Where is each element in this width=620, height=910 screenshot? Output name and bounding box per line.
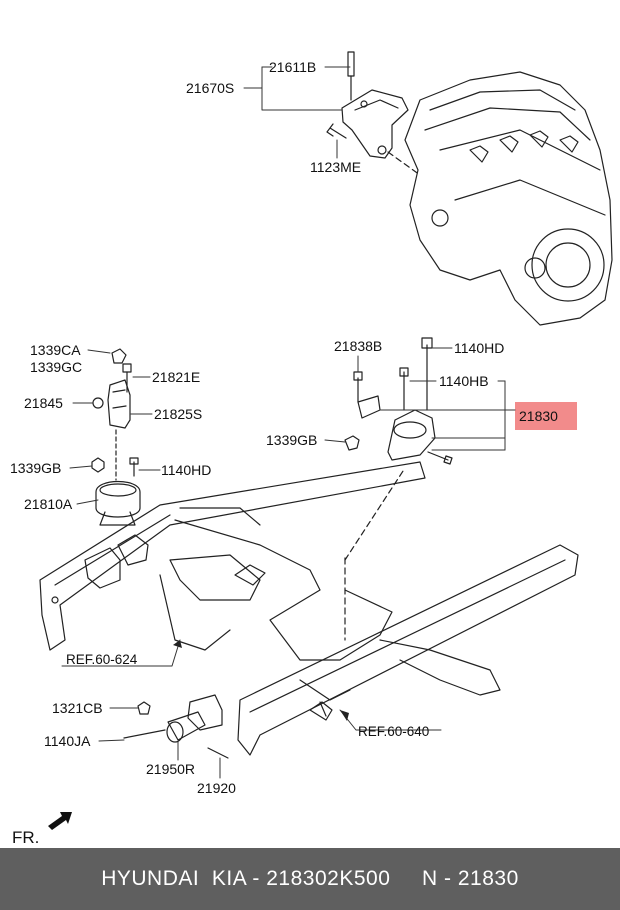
label-1123ME: 1123ME (310, 159, 361, 175)
ref-60-624: REF.60-624 (66, 652, 138, 667)
roll-mount (123, 694, 229, 759)
label-21821E: 21821E (152, 369, 200, 385)
parts-diagram: 21611B 21670S 1123ME 1339CA 1339GC 21821… (10, 51, 613, 847)
label-1339GC: 1339GC (30, 359, 82, 375)
label-1140JA: 1140JA (44, 733, 91, 749)
label-21810A: 21810A (24, 496, 73, 512)
label-21845: 21845 (24, 395, 63, 411)
label-21611B: 21611B (269, 59, 316, 75)
label-1140HB: 1140HB (439, 373, 489, 389)
label-21825S: 21825S (154, 406, 202, 422)
subframe (39, 461, 579, 756)
engine-bracket (326, 51, 421, 176)
left-mount-assembly (91, 348, 141, 526)
label-21950R: 21950R (146, 761, 195, 777)
highlight-21830 (515, 402, 577, 430)
label-1339CA: 1339CA (30, 342, 81, 358)
label-1321CB: 1321CB (52, 700, 103, 716)
label-21670S: 21670S (186, 80, 234, 96)
front-arrow-icon (48, 812, 72, 830)
label-21920: 21920 (197, 780, 236, 796)
right-mount-assembly (344, 337, 453, 465)
label-1140HD-right: 1140HD (454, 340, 504, 356)
ref-60-640: REF.60-640 (358, 724, 429, 739)
engine-block (404, 71, 613, 326)
front-direction-label: FR. (12, 828, 39, 847)
label-1339GB-left: 1339GB (10, 460, 61, 476)
label-1339GB-right: 1339GB (266, 432, 317, 448)
part-number-footer: HYUNDAI KIA - 218302K500 N - 21830 (0, 848, 620, 910)
label-21830: 21830 (519, 408, 558, 424)
label-1140HD-left: 1140HD (161, 462, 211, 478)
label-21838B: 21838B (334, 338, 382, 354)
